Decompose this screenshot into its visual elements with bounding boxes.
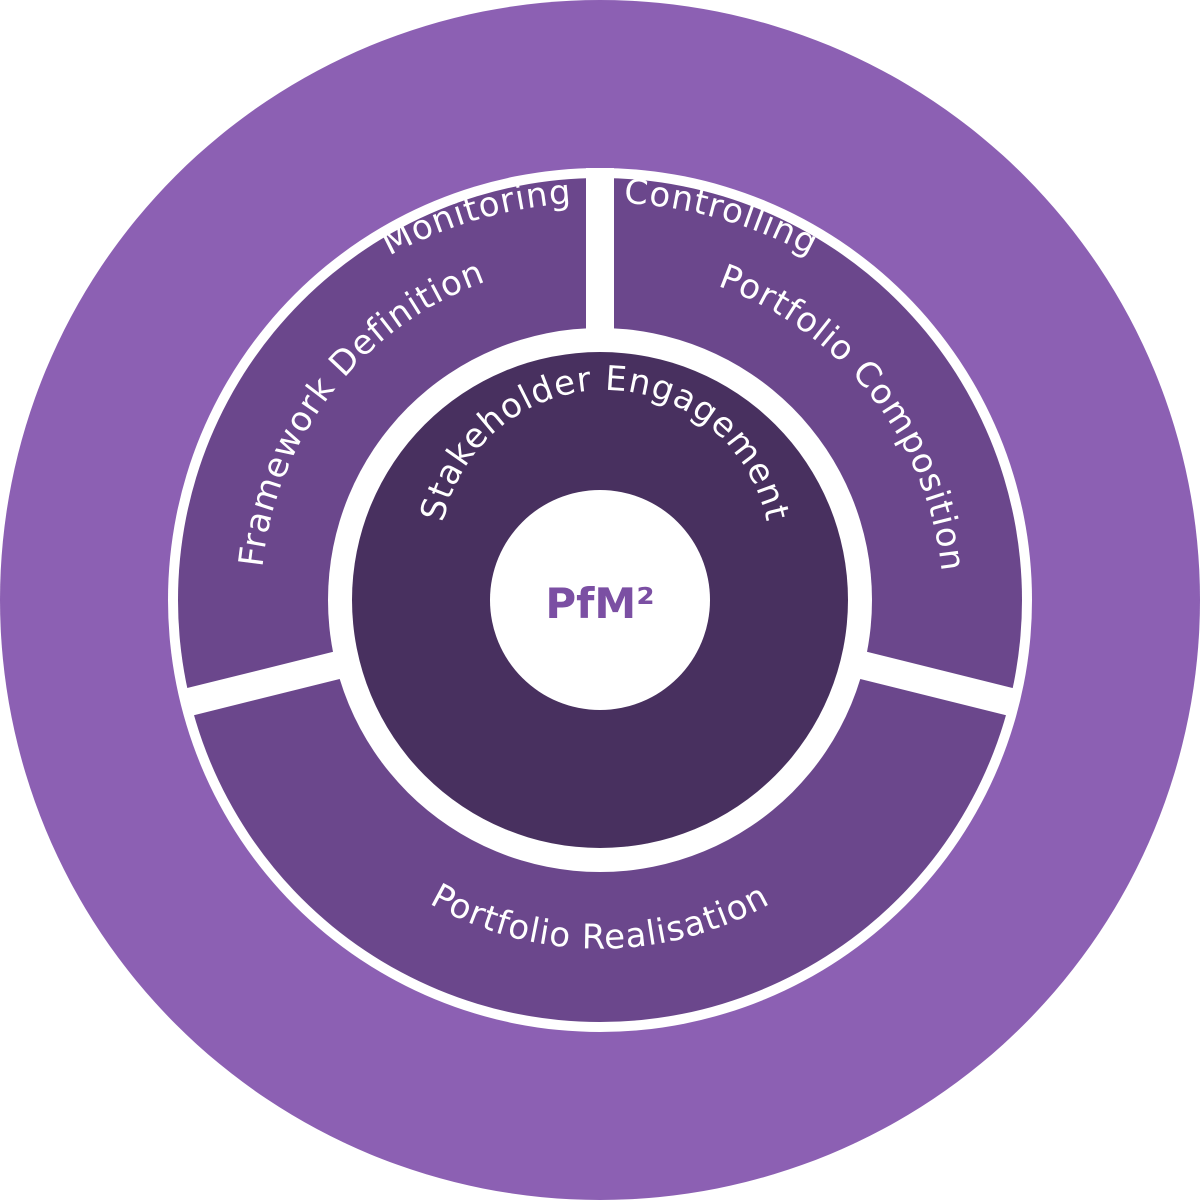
core-label: PfM² [545, 579, 654, 628]
core-circle [490, 490, 710, 710]
